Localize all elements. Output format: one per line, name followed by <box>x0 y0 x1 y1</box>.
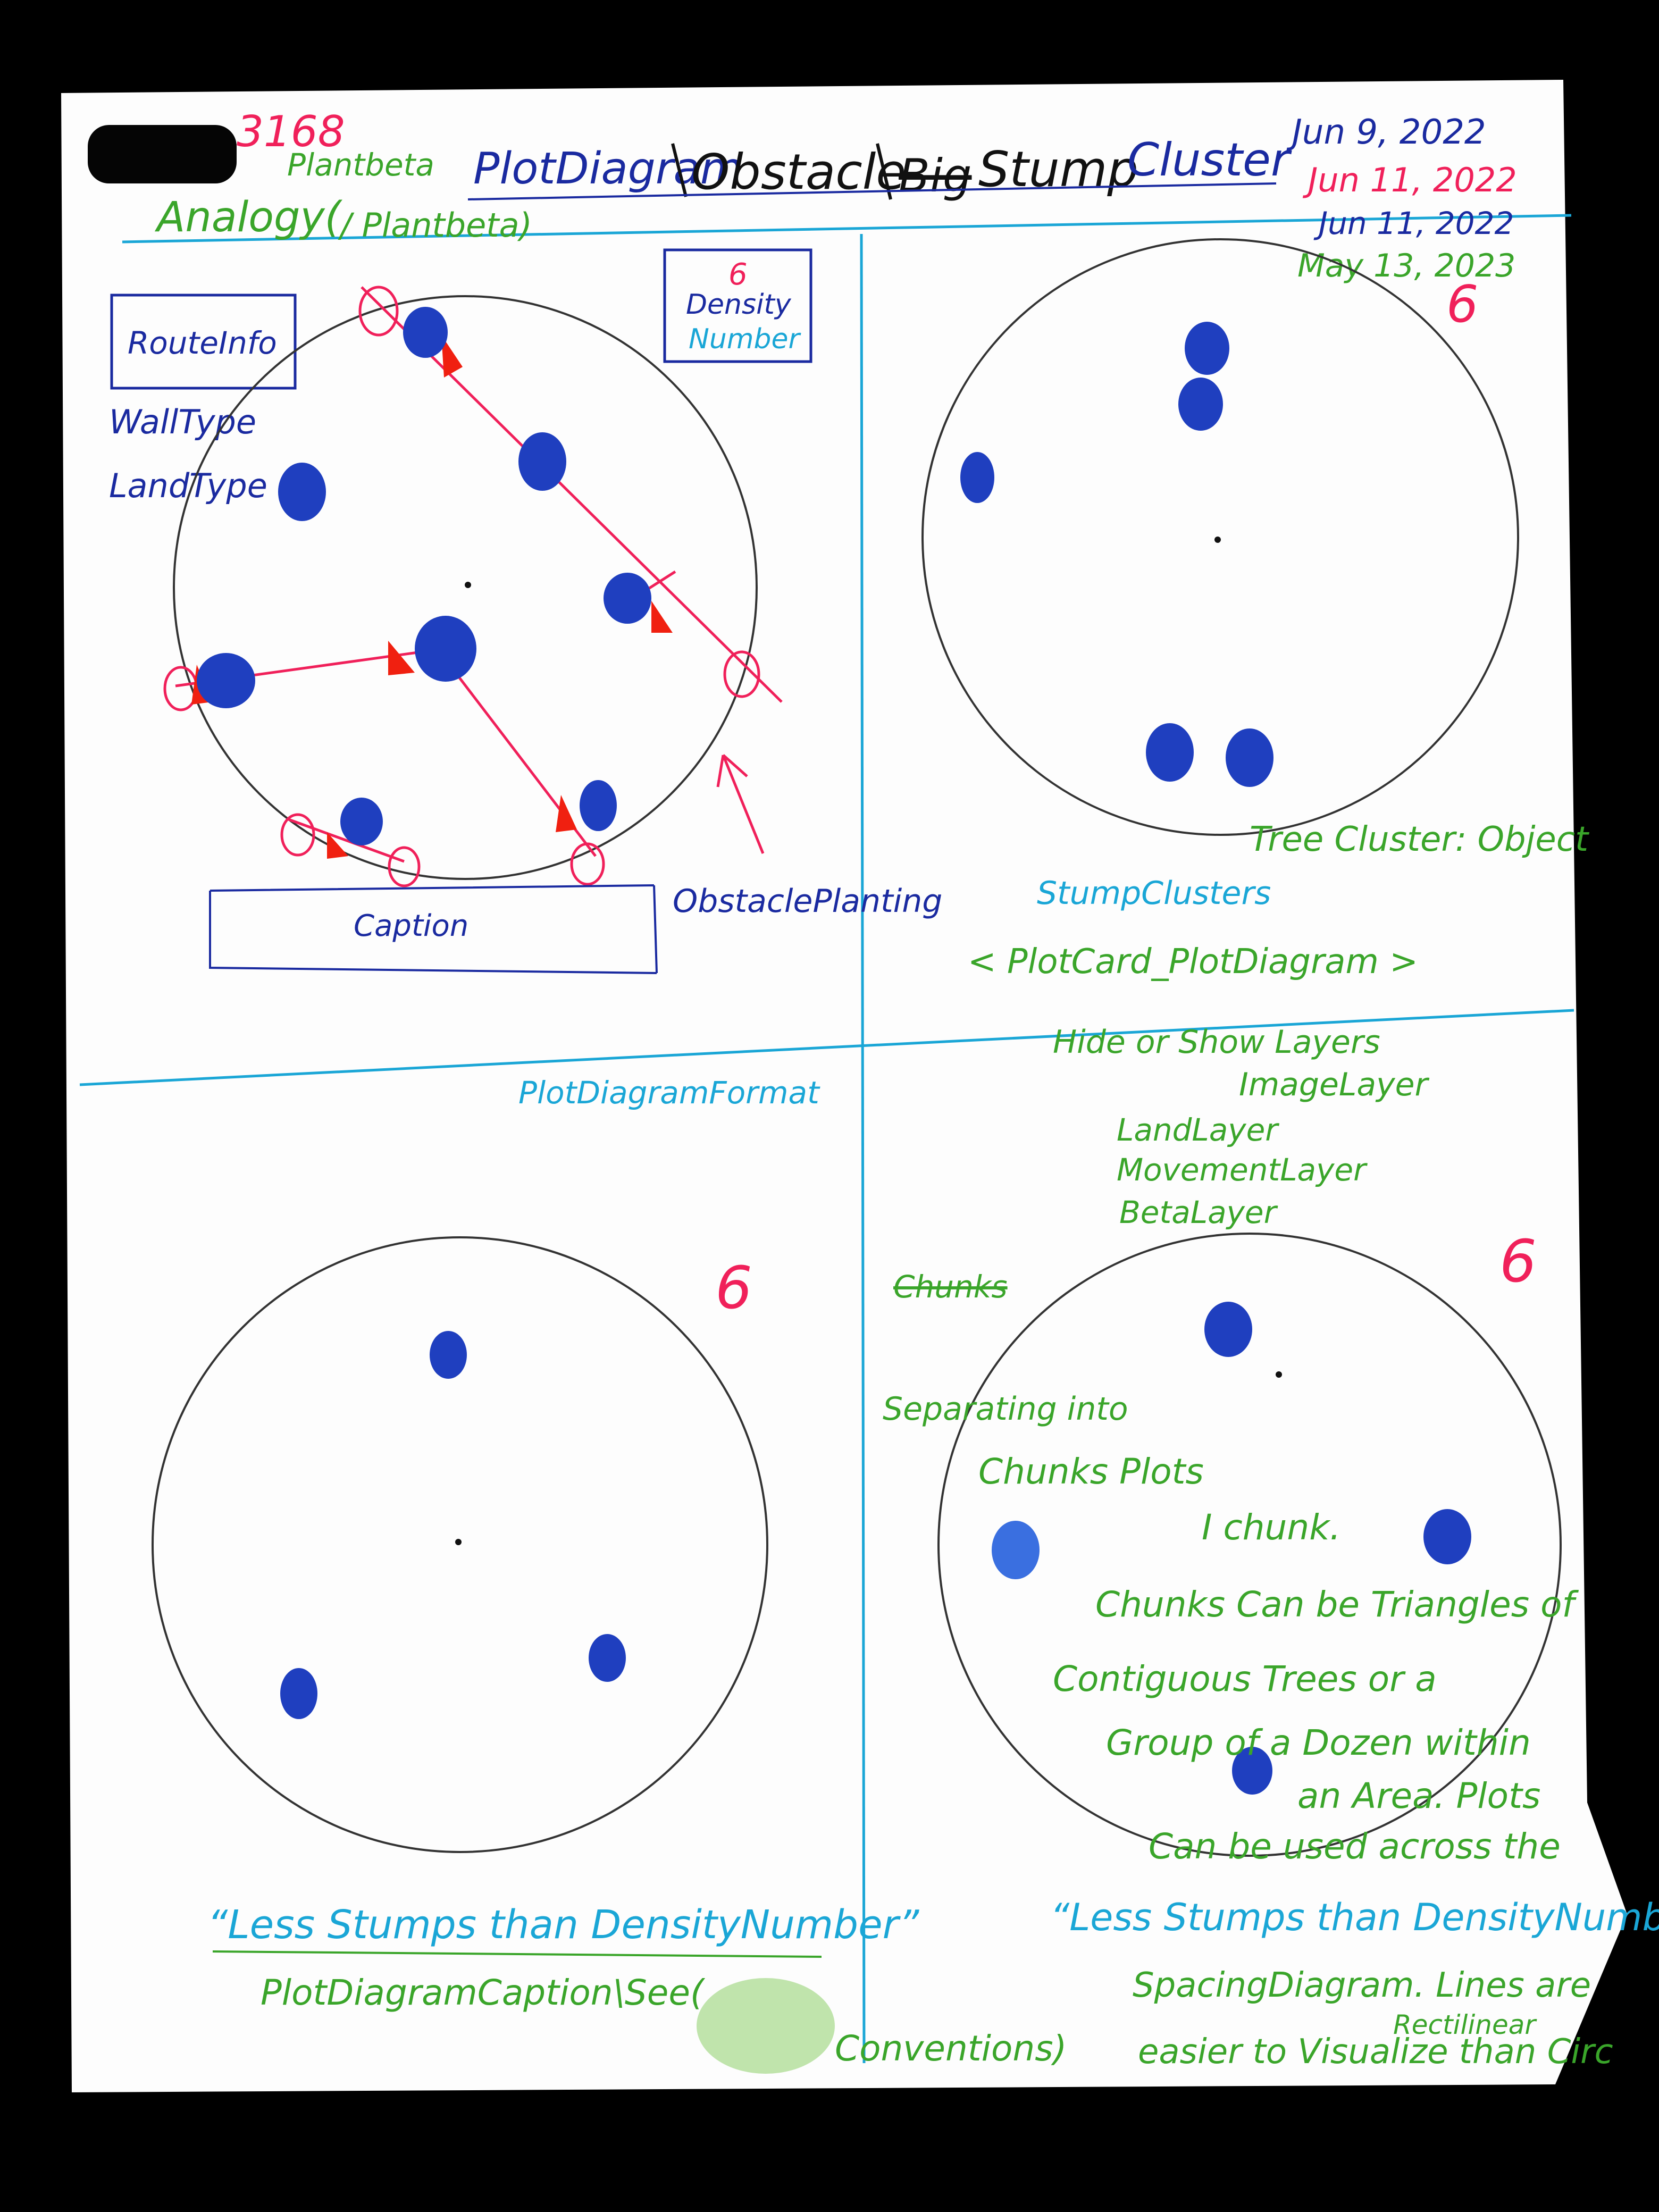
density-value-top-right: 6 <box>1446 275 1478 334</box>
title-separator-1 <box>671 143 688 197</box>
stump <box>403 307 448 358</box>
date-3: Jun 11, 2022 <box>1313 205 1514 241</box>
stump <box>1178 378 1223 431</box>
divider-vertical <box>860 233 866 2064</box>
stumps-bottom-right <box>992 1302 1471 1795</box>
stump <box>415 616 476 682</box>
less-stumps-caption-left: “Less Stumps than DensityNumber” <box>207 1902 919 1948</box>
stumps-bottom-left <box>280 1331 626 1719</box>
notes-line-6: Group of a Dozen within <box>1106 1722 1531 1763</box>
notes-line-3: I chunk. <box>1202 1507 1340 1548</box>
stumps-top-right <box>960 322 1273 787</box>
divider-horizontal-middle <box>79 1009 1574 1086</box>
plot-card-label: < PlotCard_PlotDiagram > <box>968 942 1418 982</box>
density-box <box>663 248 812 363</box>
plot-center-dot <box>455 1539 462 1545</box>
stump <box>992 1521 1040 1579</box>
date-2: Jun 11, 2022 <box>1302 161 1517 199</box>
date-1: Jun 9, 2022 <box>1286 113 1486 152</box>
divider-horizontal-top <box>122 214 1572 244</box>
stump <box>1226 728 1273 787</box>
stump <box>340 798 383 845</box>
obstacle-planting-label: ObstaclePlanting <box>673 883 942 920</box>
chunks-crossed-note: Chunks <box>893 1269 1008 1305</box>
density-value-top-left: 6 <box>728 257 748 292</box>
density-label-2: Number <box>689 323 802 355</box>
stump <box>278 463 326 521</box>
spacing-note-1: SpacingDiagram. Lines are <box>1133 1966 1591 2005</box>
beta-layer-label: BetaLayer <box>1119 1194 1278 1230</box>
plot-center-dot <box>465 582 471 588</box>
stump <box>960 452 994 503</box>
caption-underline-left <box>212 1950 822 1958</box>
notes-line-2: Chunks Plots <box>978 1451 1204 1492</box>
plot-diagram-format-label: PlotDiagramFormat <box>518 1075 820 1111</box>
stump <box>604 573 651 624</box>
notes-line-1: Separating into <box>883 1390 1128 1428</box>
redaction-mark <box>88 125 237 183</box>
stump <box>518 432 566 491</box>
stump <box>1232 1747 1272 1795</box>
title-underline <box>467 182 1277 200</box>
notes-line-5: Contiguous Trees or a <box>1053 1658 1437 1699</box>
analogy-label: Analogy( <box>154 194 343 241</box>
stump <box>280 1668 317 1719</box>
green-ink-smudge <box>697 1978 835 2074</box>
notes-line-8: Can be used across the <box>1149 1826 1561 1867</box>
tree-cluster-label: Tree Cluster: Object <box>1250 820 1590 859</box>
notes-line-7: an Area. Plots <box>1297 1775 1540 1816</box>
stump <box>589 1634 626 1682</box>
image-layer-label: ImageLayer <box>1239 1066 1430 1103</box>
stump <box>580 780 617 831</box>
plot-circle-top-right <box>921 238 1519 836</box>
spacing-note-2: easier to Visualize than Circ <box>1138 2032 1613 2072</box>
planting-direction-arrows <box>191 335 673 859</box>
analogy-close: / Plantbeta) <box>338 206 532 245</box>
spacing-note-rectilinear: Rectilinear <box>1393 2009 1537 2040</box>
land-layer-label: LandLayer <box>1117 1112 1279 1148</box>
plot-circle-bottom-right <box>937 1233 1562 1857</box>
notes-line-4: Chunks Can be Triangles of <box>1095 1584 1579 1625</box>
plot-circle-bottom-left <box>152 1236 768 1853</box>
wall-type-label: WallType <box>109 403 256 441</box>
plot-circle-top-left <box>173 295 758 880</box>
movement-layer-label: MovementLayer <box>1117 1152 1368 1188</box>
caption-label: Caption <box>354 909 468 943</box>
hide-show-layers-label: Hide or Show Layers <box>1053 1024 1380 1061</box>
less-stumps-caption-right: “Less Stumps than DensityNumber” <box>1050 1896 1659 1939</box>
obstacle-planting-arrow <box>716 754 765 854</box>
plot-center-dot <box>1276 1371 1282 1378</box>
stump-clusters-label: StumpClusters <box>1037 875 1271 912</box>
stump <box>197 653 255 708</box>
stump <box>1185 322 1229 375</box>
route-info-label: RouteInfo <box>128 325 277 361</box>
density-label-1: Density <box>686 289 792 321</box>
plot-center-dot <box>1214 537 1221 543</box>
conventions-label: Conventions) <box>835 2028 1067 2069</box>
stump <box>1204 1302 1252 1357</box>
route-info-box <box>110 294 297 390</box>
stumps-top-left <box>197 307 651 845</box>
analogy-sub: Plantbeta <box>287 147 434 183</box>
caption-box <box>209 884 658 974</box>
stump <box>1423 1509 1471 1564</box>
stump <box>430 1331 467 1379</box>
sheet-number: 3168 <box>237 107 345 156</box>
density-value-bottom-left: 6 <box>715 1254 752 1322</box>
title-big: Big <box>899 149 971 203</box>
paper-sheet <box>61 80 1627 2092</box>
density-value-bottom-right: 6 <box>1499 1227 1537 1295</box>
stump <box>1146 723 1194 782</box>
title-cluster: Cluster <box>1127 133 1292 187</box>
title-plot-diagram: PlotDiagram <box>473 144 743 194</box>
plot-diagram-caption-note: PlotDiagramCaption\See( <box>261 1972 706 2013</box>
date-4: May 13, 2023 <box>1297 247 1515 284</box>
